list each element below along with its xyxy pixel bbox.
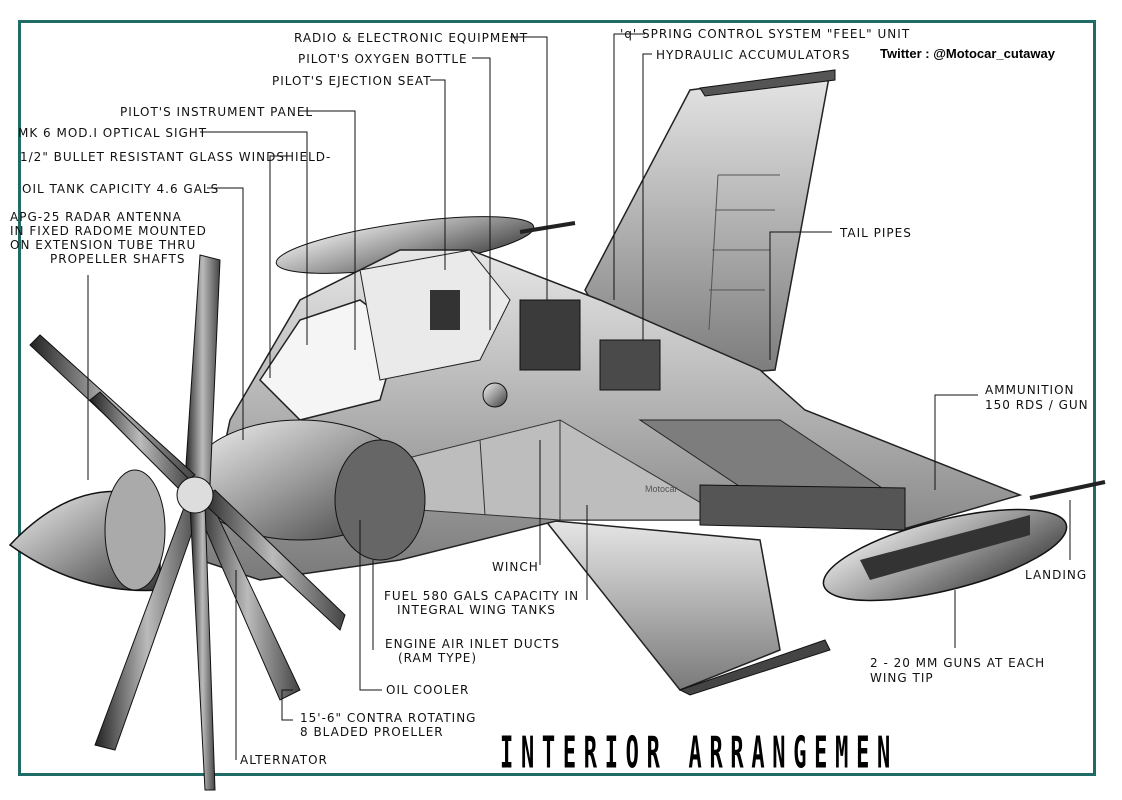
label-air-inlet-line-1: ENGINE AIR INLET DUCTS xyxy=(385,637,560,651)
label-fuel-line-2: INTEGRAL WING TANKS xyxy=(397,603,556,617)
drawing-title: INTERIOR ARRANGEMEN xyxy=(500,728,898,779)
leader-lines xyxy=(87,33,1071,760)
label-radar-line-4: PROPELLER SHAFTS xyxy=(50,252,186,266)
label-hydraulic-accumulators: HYDRAULIC ACCUMULATORS xyxy=(656,48,851,62)
label-landing: LANDING xyxy=(1025,568,1088,582)
engine-and-nose xyxy=(8,419,426,592)
label-guns-line-1: 2 - 20 MM GUNS AT EACH xyxy=(870,656,1046,670)
label-propeller-line-2: 8 BLADED PROELLER xyxy=(300,725,444,739)
label-radar-line-3: ON EXTENSION TUBE THRU xyxy=(10,238,197,252)
ventral-fin xyxy=(543,519,831,696)
label-radar-line-2: IN FIXED RADOME MOUNTED xyxy=(10,224,207,238)
label-ammunition-line-1: AMMUNITION xyxy=(985,383,1075,397)
right-wing-tip-pod xyxy=(822,480,1106,602)
label-windshield: 1/2" BULLET RESISTANT GLASS WINDSHIELD- xyxy=(20,150,332,164)
label-guns-line-2: WING TIP xyxy=(870,671,934,685)
label-radio-equipment: RADIO & ELECTRONIC EQUIPMENT xyxy=(294,31,529,45)
label-fuel-line-1: FUEL 580 GALS CAPACITY IN xyxy=(384,589,580,603)
label-winch: WINCH xyxy=(492,560,539,574)
label-air-inlet-line-2: (RAM TYPE) xyxy=(398,651,478,665)
watermark: Motocar xyxy=(645,484,678,494)
label-propeller-line-1: 15'-6" CONTRA ROTATING xyxy=(300,711,477,725)
label-ammunition-line-2: 150 RDS / GUN xyxy=(985,398,1089,412)
twitter-credit: Twitter : @Motocar_cutaway xyxy=(880,46,1055,61)
canopy xyxy=(259,249,661,421)
tail-fin xyxy=(584,69,836,381)
label-ejection-seat: PILOT'S EJECTION SEAT xyxy=(272,74,432,88)
diagram-frame xyxy=(18,20,1096,776)
label-q-spring-feel-unit: 'q' SPRING CONTROL SYSTEM "FEEL" UNIT xyxy=(620,27,911,41)
label-oil-cooler: OIL COOLER xyxy=(386,683,470,697)
label-oxygen-bottle: PILOT'S OXYGEN BOTTLE xyxy=(298,52,468,66)
label-radar-line-1: APG-25 RADAR ANTENNA xyxy=(10,210,182,224)
label-instrument-panel: PILOT'S INSTRUMENT PANEL xyxy=(120,105,314,119)
contra-rotating-propeller xyxy=(29,254,346,791)
label-oil-tank: OIL TANK CAPICITY 4.6 GALS xyxy=(22,182,220,196)
label-optical-sight: MK 6 MOD.I OPTICAL SIGHT xyxy=(18,126,208,140)
label-tail-pipes: TAIL PIPES xyxy=(840,226,912,240)
label-alternator: ALTERNATOR xyxy=(240,753,328,767)
